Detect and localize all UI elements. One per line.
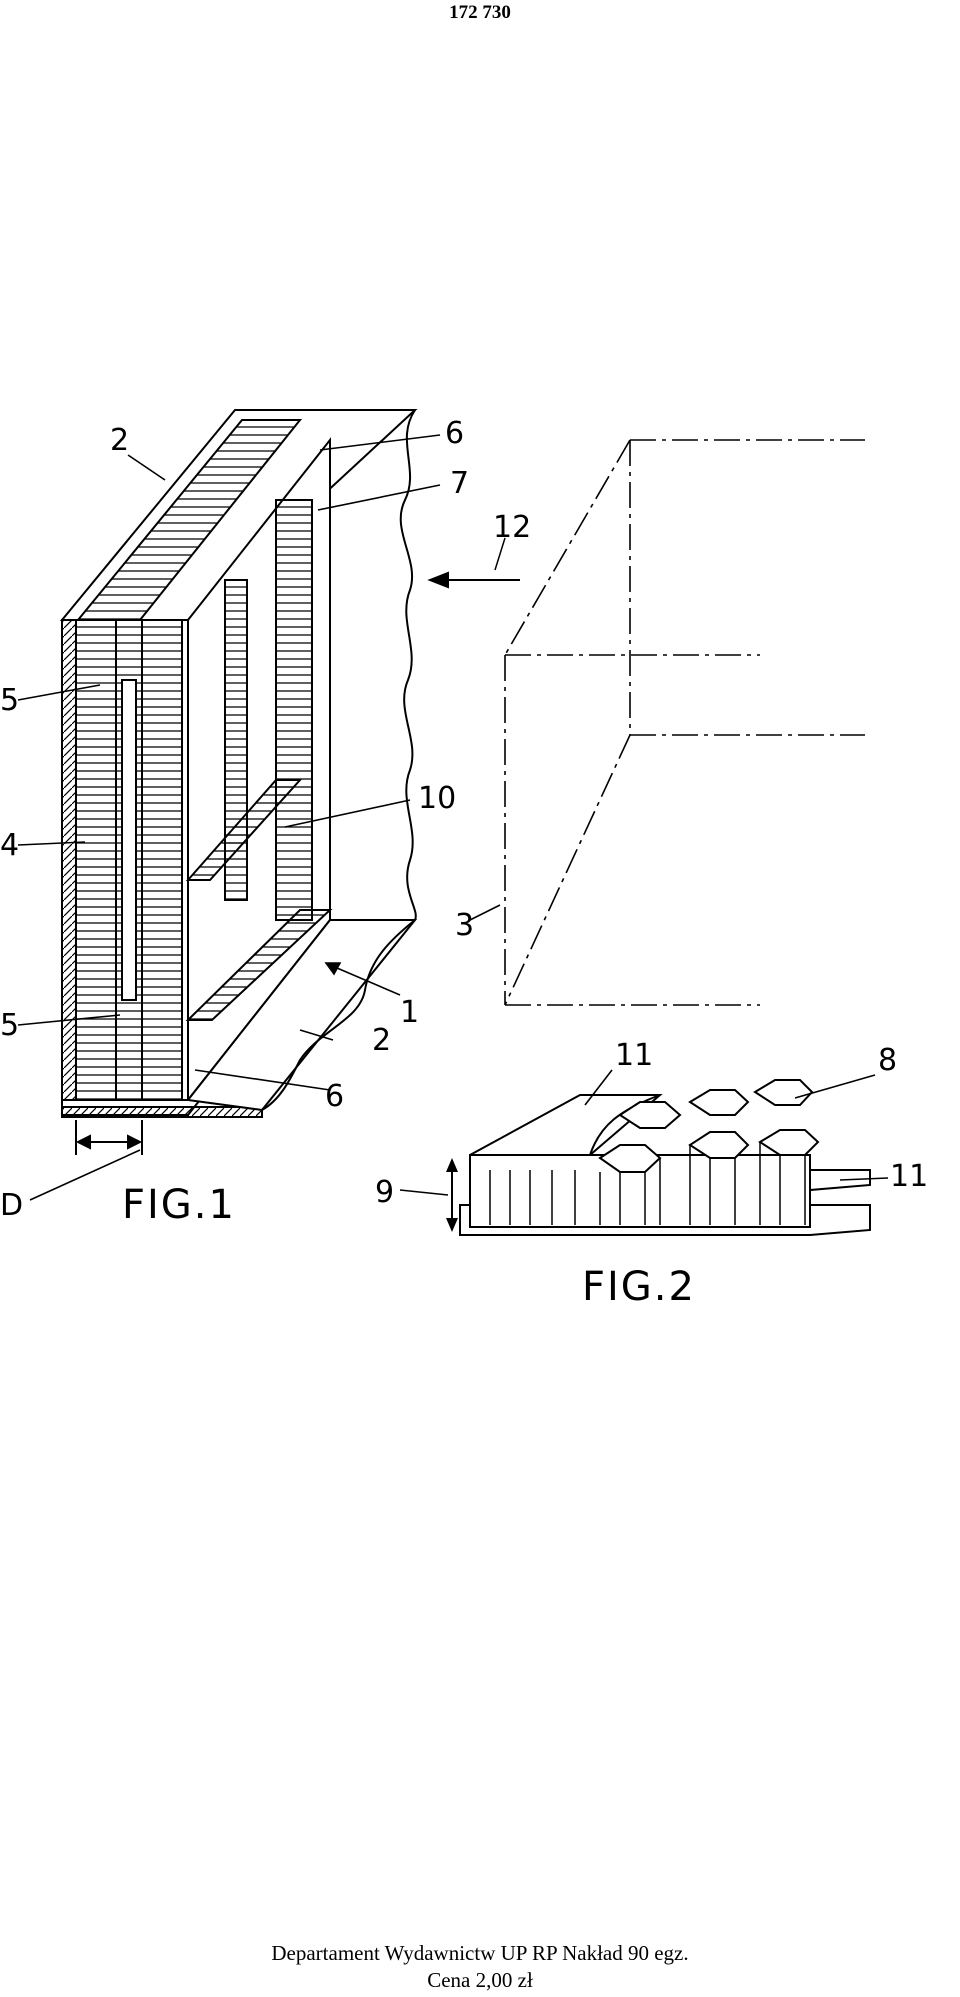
fig2-sandwich [446, 1079, 871, 1236]
page-number: 172 730 [449, 2, 511, 23]
label-3: 3 [455, 908, 474, 943]
footer-publisher: Departament Wydawnictw UP RP Nakład 90 e… [271, 1941, 689, 1965]
label-2-top: 2 [110, 423, 129, 458]
label-12: 12 [493, 510, 531, 545]
label-9: 9 [375, 1175, 394, 1210]
fig1-caption: FIG.1 [122, 1182, 236, 1228]
arrow-12 [427, 537, 520, 589]
fig1-leaders [17, 434, 441, 1201]
label-11-top: 11 [615, 1038, 653, 1073]
label-6-bottom: 6 [325, 1079, 344, 1114]
fig2-leaders [399, 1069, 889, 1196]
label-D: D [0, 1188, 23, 1223]
label-5-upper: 5 [0, 683, 19, 718]
footer-price: Cena 2,00 zł [427, 1968, 533, 1992]
fig1-volume-3 [469, 439, 865, 1006]
label-10: 10 [418, 781, 456, 816]
label-8: 8 [878, 1043, 897, 1078]
label-6-top: 6 [445, 416, 464, 451]
label-2-bottom: 2 [372, 1023, 391, 1058]
label-11-right: 11 [890, 1159, 928, 1194]
label-5-lower: 5 [0, 1008, 19, 1043]
label-7: 7 [450, 466, 469, 501]
label-4: 4 [0, 828, 19, 863]
fig2-caption: FIG.2 [582, 1264, 696, 1310]
fig2-honeycomb-cells [598, 1079, 820, 1173]
label-1: 1 [400, 995, 419, 1030]
patent-drawing: 2 6 7 12 5 4 10 3 1 5 2 6 D FIG.1 11 8 1… [0, 409, 928, 1310]
fig1-panel [59, 409, 418, 1155]
